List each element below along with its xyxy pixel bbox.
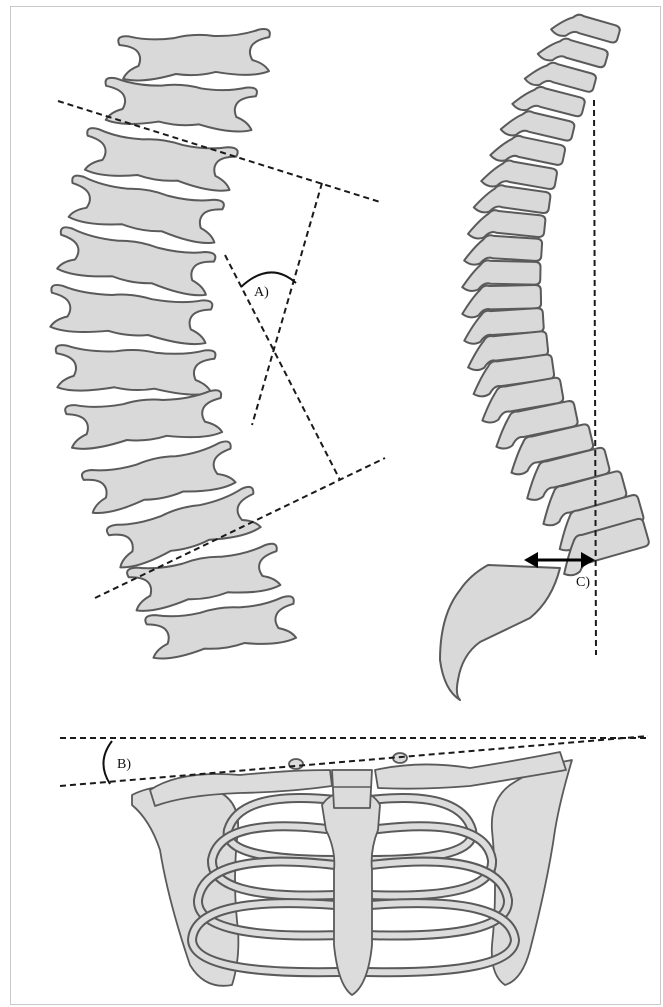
distance-c-label: C) [576, 575, 590, 590]
vertebra [103, 77, 258, 132]
frontal-spine-view [47, 29, 299, 661]
neck-vertebra [332, 770, 372, 808]
left-clavicle-knob [289, 759, 303, 769]
angle-b-label: B) [117, 757, 131, 772]
angle-b-arc [103, 741, 112, 784]
vertebra [82, 127, 239, 193]
vertebra [54, 345, 215, 395]
rib-cage-view [132, 752, 572, 995]
sacrum [440, 565, 560, 700]
sagittal-spine-view [440, 8, 652, 700]
upper-perpendicular-line [252, 183, 322, 425]
plumb-line [594, 100, 596, 655]
vertebra [65, 390, 226, 451]
lower-perpendicular-line [225, 255, 340, 480]
vertebra [118, 29, 272, 82]
angle-a-label: A) [254, 285, 269, 300]
